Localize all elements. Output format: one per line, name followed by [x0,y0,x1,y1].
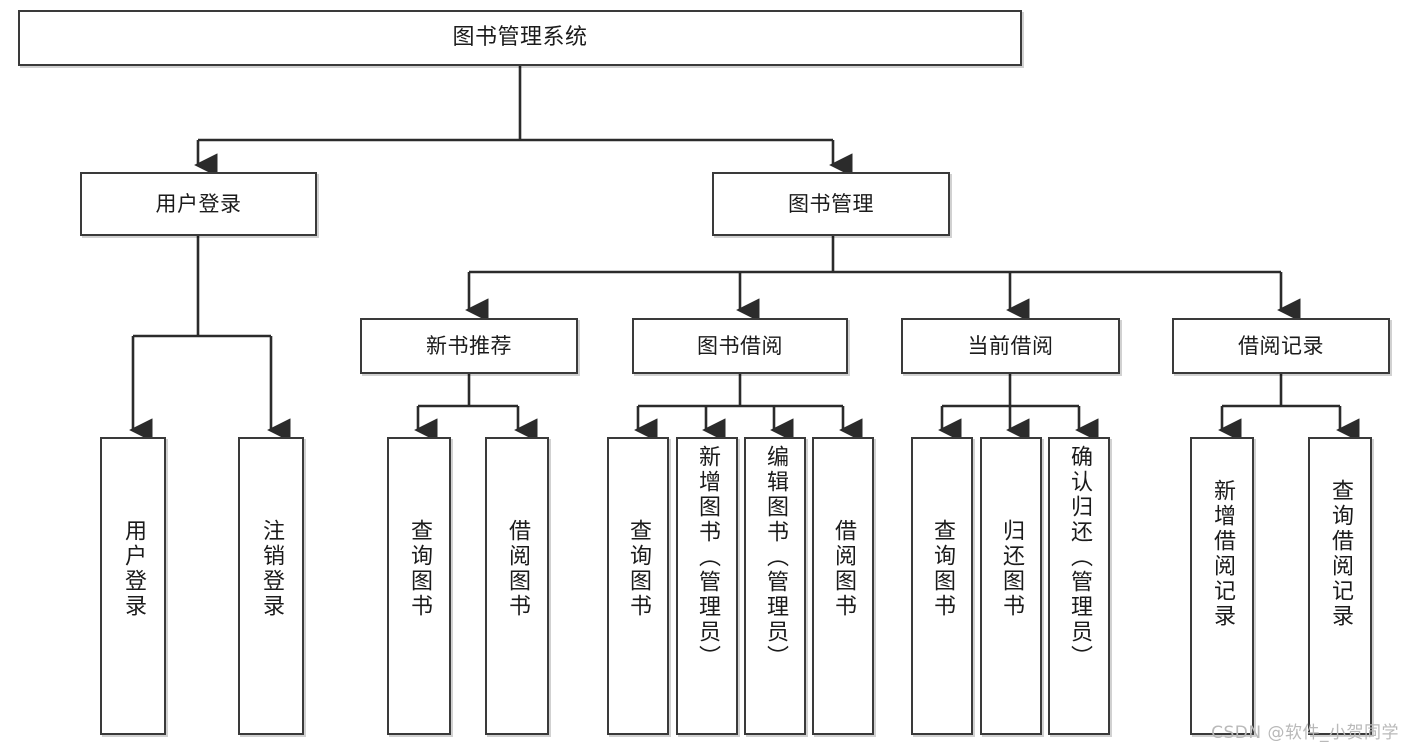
leaf-current-borrow-confirm-label: 确认归还（管理员） [1067,445,1092,670]
leaf-book-borrow-add-label: 新增图书（管理员） [695,445,720,670]
node-book-management-label: 图书管理 [788,191,874,216]
node-root[interactable]: 图书管理系统 [18,10,1022,66]
node-current-borrow[interactable]: 当前借阅 [901,318,1120,374]
leaf-current-borrow-query[interactable]: 查询图书 [911,437,973,735]
leaf-new-book-borrow[interactable]: 借阅图书 [485,437,549,735]
leaf-current-borrow-return[interactable]: 归还图书 [980,437,1042,735]
node-borrow-record[interactable]: 借阅记录 [1172,318,1390,374]
leaf-new-book-borrow-label: 借阅图书 [505,519,530,619]
leaf-user-login-login[interactable]: 用户登录 [100,437,166,735]
leaf-user-login-login-label: 用户登录 [121,519,146,619]
leaf-current-borrow-confirm[interactable]: 确认归还（管理员） [1048,437,1110,735]
node-root-label: 图书管理系统 [452,25,588,51]
leaf-book-borrow-query-label: 查询图书 [626,519,651,619]
leaf-book-borrow-query[interactable]: 查询图书 [607,437,669,735]
leaf-user-login-logout[interactable]: 注销登录 [238,437,304,735]
leaf-current-borrow-return-label: 归还图书 [999,519,1024,619]
leaf-borrow-record-query-label: 查询借阅记录 [1328,479,1353,629]
node-borrow-record-label: 借阅记录 [1238,333,1324,358]
leaf-borrow-record-add[interactable]: 新增借阅记录 [1190,437,1254,735]
leaf-new-book-query[interactable]: 查询图书 [387,437,451,735]
node-book-borrow[interactable]: 图书借阅 [632,318,848,374]
leaf-book-borrow-edit[interactable]: 编辑图书（管理员） [744,437,806,735]
node-current-borrow-label: 当前借阅 [967,333,1054,358]
leaf-book-borrow-edit-label: 编辑图书（管理员） [763,445,788,670]
leaf-new-book-query-label: 查询图书 [407,519,432,619]
node-new-book-recommend-label: 新书推荐 [426,333,512,358]
leaf-book-borrow-borrow[interactable]: 借阅图书 [812,437,874,735]
leaf-user-login-logout-label: 注销登录 [259,519,284,619]
leaf-current-borrow-query-label: 查询图书 [930,519,955,619]
node-user-login-label: 用户登录 [155,191,242,216]
leaf-book-borrow-add[interactable]: 新增图书（管理员） [676,437,738,735]
leaf-book-borrow-borrow-label: 借阅图书 [831,519,856,619]
node-book-management[interactable]: 图书管理 [712,172,950,236]
node-book-borrow-label: 图书借阅 [697,333,783,358]
leaf-borrow-record-query[interactable]: 查询借阅记录 [1308,437,1372,735]
node-new-book-recommend[interactable]: 新书推荐 [360,318,578,374]
leaf-borrow-record-add-label: 新增借阅记录 [1210,479,1235,629]
watermark-text: CSDN @软件_小贺同学 [1211,723,1399,743]
node-user-login[interactable]: 用户登录 [80,172,317,236]
